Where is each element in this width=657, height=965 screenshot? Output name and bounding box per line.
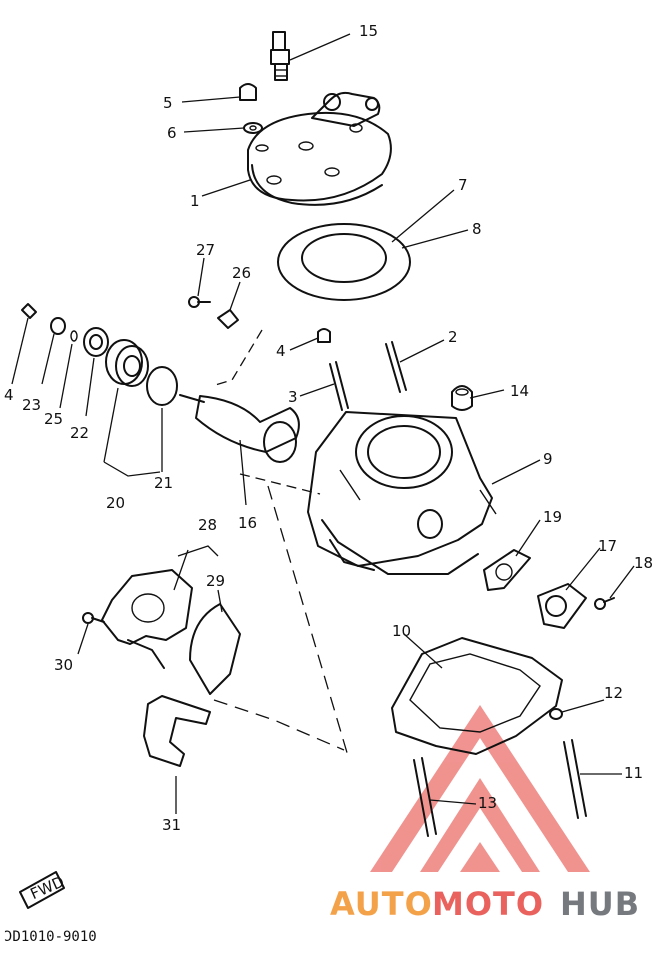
part-cover-17	[537, 583, 587, 629]
callout-14: 14	[510, 382, 529, 400]
watermark-triangle-core	[460, 842, 500, 872]
callout-20: 20	[106, 494, 125, 512]
callout-16: 16	[238, 514, 257, 532]
callout-9: 9	[543, 450, 553, 468]
part-cap-nut	[239, 83, 257, 101]
part-bearing-22	[83, 327, 109, 357]
callout-11: 11	[624, 764, 643, 782]
part-nut-14	[451, 385, 473, 411]
callout-21: 21	[154, 474, 173, 492]
callout-27: 27	[196, 241, 215, 259]
part-gasket-29	[189, 603, 241, 695]
watermark-text-moto: MOTO	[432, 885, 544, 923]
callout-25: 25	[44, 410, 63, 428]
part-cylinder-head	[247, 91, 392, 206]
callout-4-left: 4	[4, 386, 14, 404]
drawing-code: ƆD1010-9010	[4, 929, 97, 945]
part-valve-housing-28	[101, 569, 193, 669]
callout-23: 23	[22, 396, 41, 414]
callout-6: 6	[167, 124, 177, 142]
part-stud-3	[329, 361, 349, 411]
watermark-text-hub: HUB	[560, 885, 640, 923]
callout-3: 3	[288, 388, 298, 406]
callout-31: 31	[162, 816, 181, 834]
part-exhaust-valve-16	[179, 394, 300, 463]
callout-2: 2	[448, 328, 458, 346]
part-cylinder-9	[307, 411, 497, 575]
callout-19: 19	[543, 508, 562, 526]
leader-lines	[11, 33, 635, 814]
watermark-text-auto: AUTO	[330, 885, 433, 923]
part-dowel-12	[549, 708, 563, 720]
callout-10: 10	[392, 622, 411, 640]
callout-26: 26	[232, 264, 251, 282]
callouts: 15 5 6 1 7 8 27 26 4 2 3 14 9 19 17 18 1…	[4, 22, 653, 834]
callout-28: 28	[198, 516, 217, 534]
callout-22: 22	[70, 424, 89, 442]
callout-12: 12	[604, 684, 623, 702]
part-plug-4-left	[21, 303, 37, 319]
watermark-triangle-outer	[370, 705, 590, 872]
assembly-dash-lines	[211, 329, 349, 757]
part-stud-11	[563, 739, 587, 819]
callout-29: 29	[206, 572, 225, 590]
callout-18: 18	[634, 554, 653, 572]
part-stud-2	[385, 341, 407, 393]
fwd-arrow-icon: FWD	[19, 871, 67, 909]
part-head-gasket-rings	[277, 223, 411, 301]
callout-30: 30	[54, 656, 73, 674]
watermark	[370, 705, 590, 872]
callout-1: 1	[190, 192, 200, 210]
callout-4-center: 4	[276, 342, 286, 360]
part-plug-4-center	[317, 328, 331, 343]
callout-7: 7	[458, 176, 468, 194]
part-oring-25	[70, 330, 78, 342]
part-seal-23	[50, 317, 66, 335]
part-screw-27	[188, 296, 211, 308]
callout-13: 13	[478, 794, 497, 812]
part-stud-13	[413, 757, 437, 837]
part-bracket-31	[143, 695, 211, 767]
callout-8: 8	[472, 220, 482, 238]
callout-5: 5	[163, 94, 173, 112]
part-clamp-26	[217, 309, 239, 329]
fwd-label: FWD	[28, 873, 67, 904]
watermark-wordmark: AUTO MOTO HUB	[330, 885, 640, 923]
watermark-triangle-inner	[420, 778, 540, 872]
part-gasket-19	[483, 549, 531, 591]
part-spark-plug	[270, 31, 290, 81]
part-screw-30	[82, 612, 105, 624]
callout-17: 17	[598, 537, 617, 555]
part-oring-21	[146, 366, 178, 406]
part-base-gasket-10	[391, 637, 563, 755]
part-valve-holder-20	[105, 339, 149, 387]
callout-15: 15	[359, 22, 378, 40]
part-bolt-18	[594, 597, 615, 610]
